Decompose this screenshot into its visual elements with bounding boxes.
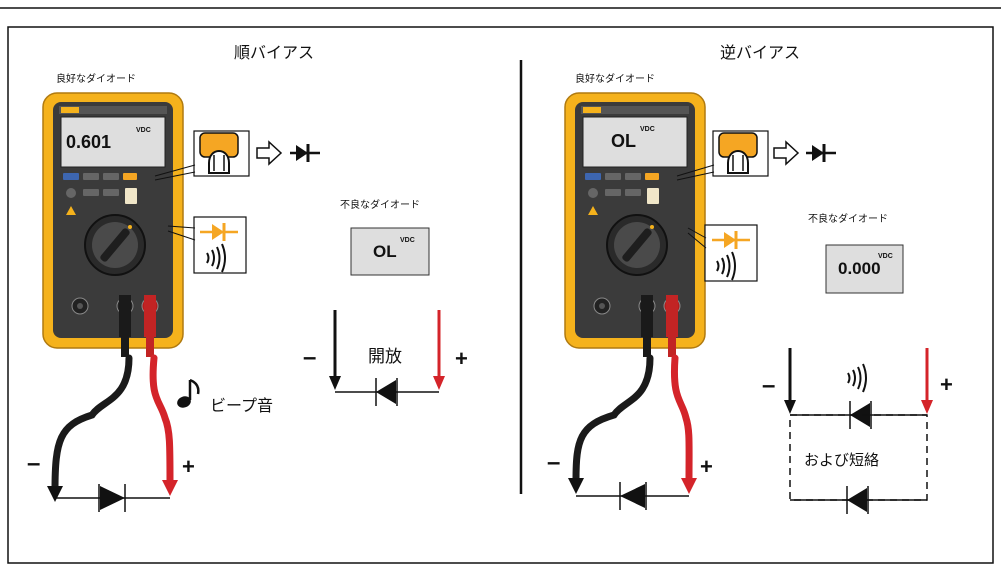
meter-reading-left: 0.601 <box>66 132 112 152</box>
plus-sign-left-good: + <box>182 454 195 479</box>
plus-sign-right-bad: + <box>940 372 953 397</box>
open-label: 開放 <box>368 347 402 367</box>
bad-diode-label-right: 不良なダイオード <box>808 214 888 225</box>
bad-reading-left: OL <box>373 242 397 261</box>
minus-sign-right-bad: – <box>762 372 776 399</box>
reverse-bias-title: 逆バイアス <box>720 43 801 62</box>
short-label: および短絡 <box>804 451 880 469</box>
plus-sign-right-good: + <box>700 454 713 479</box>
beep-label: ビープ音 <box>210 396 274 415</box>
bad-unit-left: VDC <box>400 237 415 244</box>
meter-unit-right: VDC <box>640 126 655 133</box>
minus-sign-left-good: – <box>27 450 41 477</box>
forward-bias-title: 順バイアス <box>234 43 315 62</box>
bad-diode-label-left: 不良なダイオード <box>340 200 420 211</box>
minus-sign-right-good: – <box>547 449 561 476</box>
bad-unit-right: VDC <box>878 253 893 260</box>
meter-unit-left: VDC <box>136 127 151 134</box>
plus-sign-left-bad: + <box>455 346 468 371</box>
minus-sign-left-bad: – <box>303 344 317 371</box>
good-diode-label-right: 良好なダイオード <box>575 74 655 85</box>
meter-reading-right: OL <box>611 131 636 151</box>
good-diode-label-left: 良好なダイオード <box>56 74 136 85</box>
bad-reading-right: 0.000 <box>838 259 881 278</box>
